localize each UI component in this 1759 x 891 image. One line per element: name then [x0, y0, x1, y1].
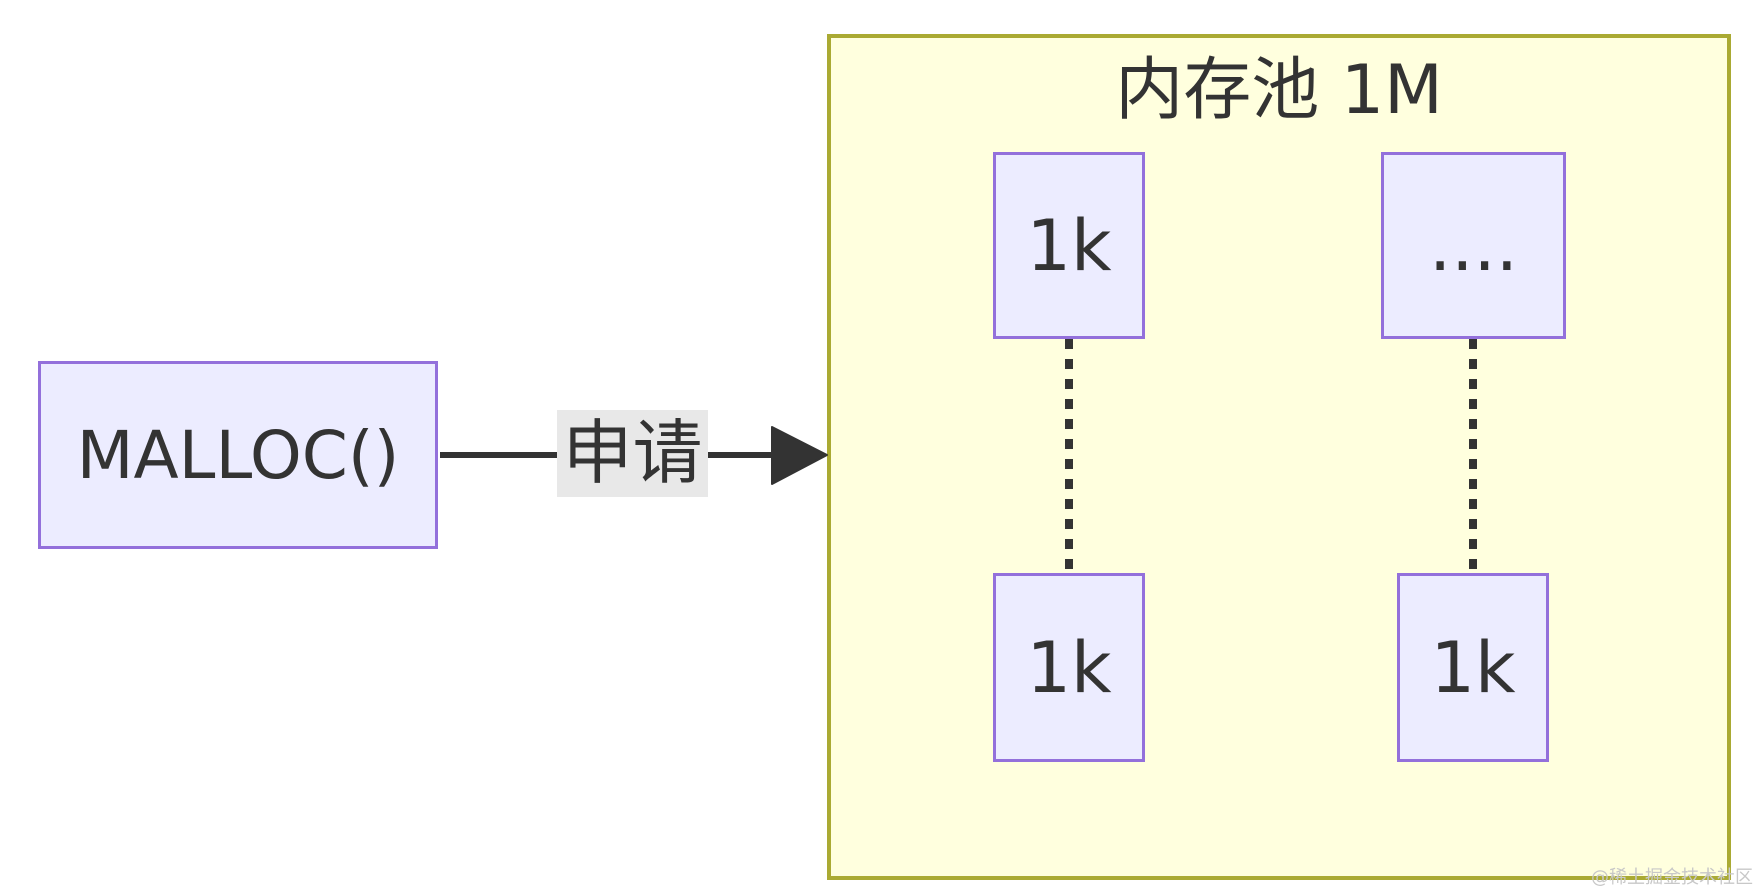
block-bottom-left: 1k — [993, 573, 1145, 762]
block-top-left: 1k — [993, 152, 1145, 339]
edge-label: 申请 — [557, 410, 708, 497]
block-label: .... — [1428, 204, 1518, 287]
block-top-right: .... — [1381, 152, 1566, 339]
block-label: 1k — [1430, 626, 1516, 709]
malloc-node-label: MALLOC() — [76, 416, 400, 494]
watermark: @稀土掘金技术社区 — [1591, 867, 1753, 888]
memory-pool-cluster — [827, 34, 1731, 880]
malloc-node: MALLOC() — [38, 361, 438, 549]
block-label: 1k — [1026, 626, 1112, 709]
block-bottom-right: 1k — [1397, 573, 1549, 762]
block-label: 1k — [1026, 204, 1112, 287]
memory-pool-title: 内存池 1M — [1115, 51, 1443, 130]
arrowhead-icon — [771, 426, 828, 485]
